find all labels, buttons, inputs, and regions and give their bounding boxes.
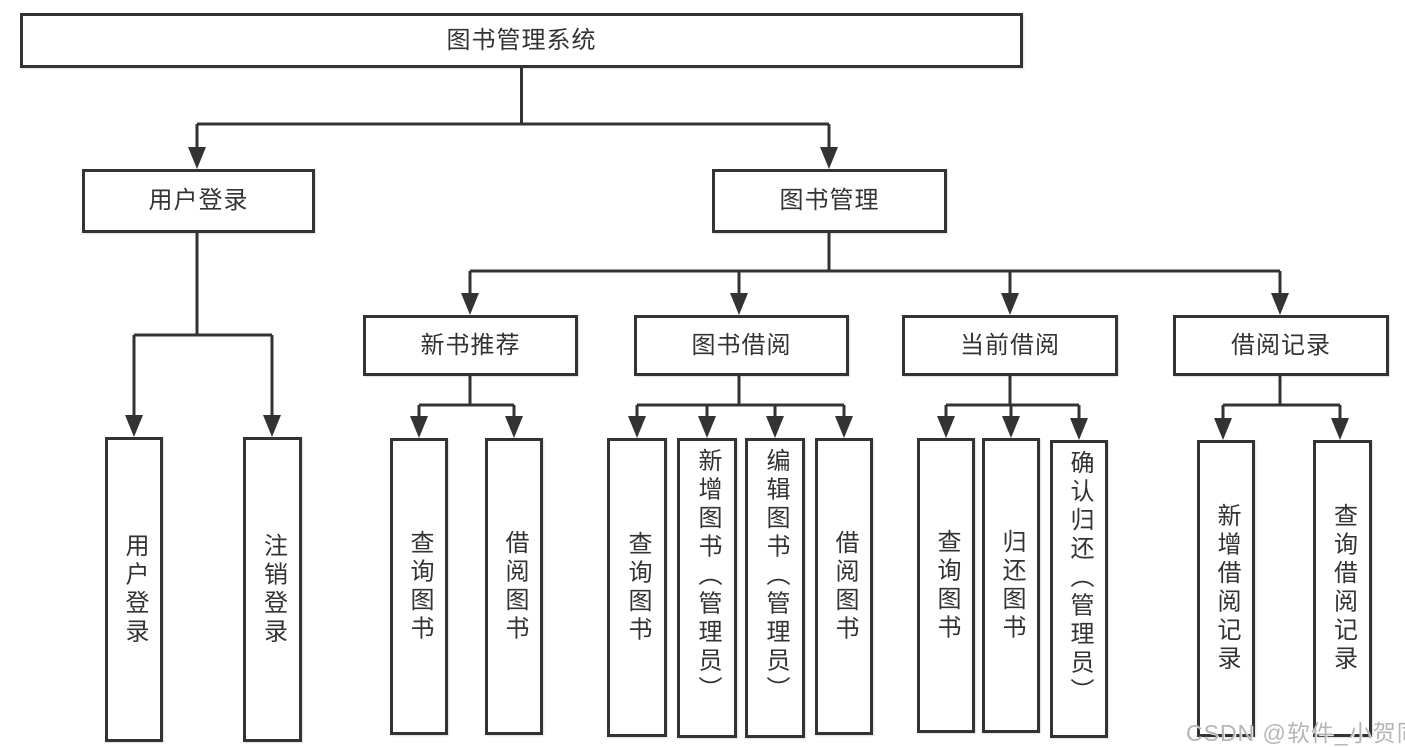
node-leaf-borrow-books-2: 借阅图书 <box>815 438 873 735</box>
node-leaf-add-books-admin: 新增图书（管理员） <box>677 438 737 738</box>
node-label: 图书借阅 <box>691 331 792 359</box>
node-label: 查询图书 <box>624 530 651 645</box>
node-label: 编辑图书（管理员） <box>762 448 789 705</box>
node-label: 新增图书（管理员） <box>694 448 721 705</box>
node-borrowing-records: 借阅记录 <box>1173 315 1389 376</box>
node-label: 当前借阅 <box>960 331 1060 359</box>
node-new-book-recommend: 新书推荐 <box>363 315 578 376</box>
node-leaf-user-login: 用户登录 <box>105 437 163 742</box>
arrowheads <box>125 147 1349 440</box>
node-label: 查询图书 <box>933 528 960 643</box>
node-leaf-query-borrow-record: 查询借阅记录 <box>1313 440 1372 737</box>
node-library-management-system: 图书管理系统 <box>20 13 1023 68</box>
node-label: 图书管理 <box>779 187 880 214</box>
node-leaf-query-books-3: 查询图书 <box>917 438 975 733</box>
node-leaf-return-books: 归还图书 <box>982 438 1040 733</box>
node-label: 新书推荐 <box>420 331 521 359</box>
node-label: 用户登录 <box>121 532 148 647</box>
node-leaf-query-books-1: 查询图书 <box>390 438 448 735</box>
node-book-borrowing: 图书借阅 <box>634 315 849 376</box>
node-label: 借阅图书 <box>831 529 858 644</box>
node-label: 查询借阅记录 <box>1329 503 1357 674</box>
node-label: 图书管理系统 <box>446 26 597 54</box>
node-leaf-edit-books-admin: 编辑图书（管理员） <box>745 438 805 738</box>
node-leaf-logout: 注销登录 <box>243 437 302 742</box>
node-leaf-query-books-2: 查询图书 <box>607 438 667 737</box>
node-leaf-add-borrow-record: 新增借阅记录 <box>1197 440 1255 737</box>
node-book-management: 图书管理 <box>712 169 947 233</box>
node-label: 注销登录 <box>259 532 287 647</box>
node-leaf-confirm-return-admin: 确认归还（管理员） <box>1050 440 1108 738</box>
node-current-borrowing: 当前借阅 <box>902 315 1118 376</box>
node-label: 新增借阅记录 <box>1213 503 1240 674</box>
node-label: 查询图书 <box>406 529 433 644</box>
node-label: 借阅图书 <box>501 529 528 644</box>
node-leaf-borrow-books-1: 借阅图书 <box>485 438 543 735</box>
node-label: 归还图书 <box>998 528 1025 643</box>
node-label: 借阅记录 <box>1231 331 1331 359</box>
node-label: 确认归还（管理员） <box>1066 450 1093 707</box>
csdn-watermark: CSDN @软件_小贺同学 <box>1186 720 1405 746</box>
node-label: 用户登录 <box>148 187 249 214</box>
node-user-login: 用户登录 <box>82 169 315 233</box>
